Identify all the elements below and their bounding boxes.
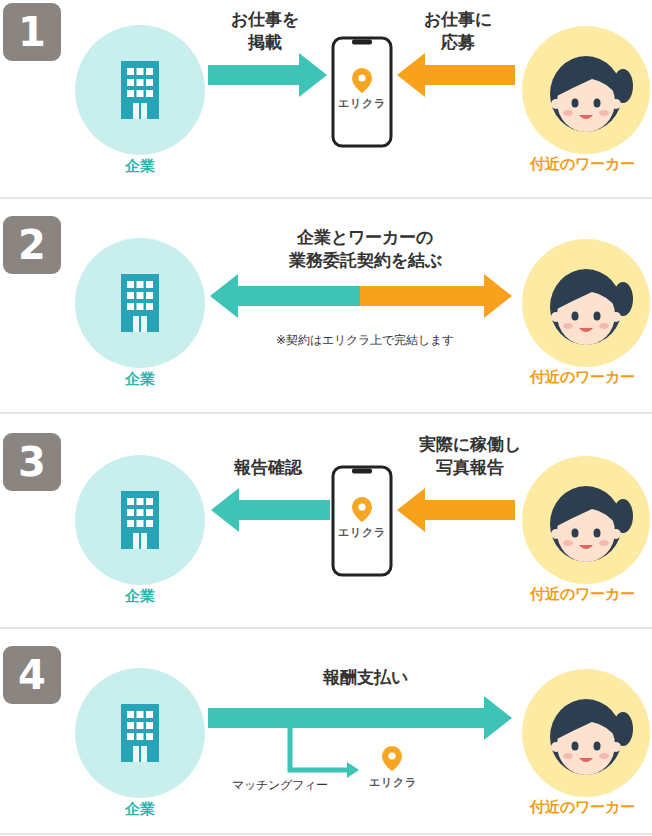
arrow-label: マッチングフィー — [200, 777, 360, 793]
note-text: ※契約はエリクラ上で完結します — [276, 332, 454, 349]
logo-node: エリクラ — [363, 744, 423, 794]
arrow-label: 企業とワーカーの 業務委託契約を結ぶ — [265, 226, 465, 272]
arrow-label: お仕事に 応募 — [416, 8, 500, 54]
arrow-shape — [210, 274, 360, 318]
flow-arrow — [208, 718, 359, 778]
step-badge: 1 — [3, 3, 61, 61]
worker-node: 付近のワーカー — [515, 25, 649, 179]
step-badge: 4 — [3, 646, 61, 704]
node-label: 企業 — [72, 586, 208, 606]
node-label: 企業 — [72, 799, 208, 819]
arrow-shape — [347, 762, 359, 778]
worker-node: 付近のワーカー — [515, 668, 649, 822]
step-number: 1 — [18, 12, 46, 52]
company-node: 企業 — [72, 238, 208, 392]
flow-arrow — [397, 488, 515, 532]
arrow-shape — [360, 274, 512, 318]
arrow-shape — [397, 53, 515, 97]
step-number: 4 — [18, 655, 46, 695]
company-node: 企業 — [72, 455, 208, 609]
node-label: 企業 — [72, 369, 208, 389]
arrow-label: 報酬支払い — [285, 666, 445, 689]
company-node: 企業 — [72, 25, 208, 179]
worker-node: 付近のワーカー — [515, 455, 649, 609]
step-number: 3 — [18, 442, 46, 482]
branch-line — [208, 718, 349, 770]
node-label: 企業 — [72, 156, 208, 176]
node-label: 付近のワーカー — [515, 154, 649, 174]
node-label: エリクラ — [330, 96, 394, 111]
flow-arrow — [211, 488, 330, 532]
node-label: 付近のワーカー — [515, 797, 649, 817]
node-label: 付近のワーカー — [515, 367, 649, 387]
arrow-label: お仕事を 掲載 — [223, 8, 307, 54]
arrow-shape — [211, 488, 330, 532]
node-label: 付近のワーカー — [515, 584, 649, 604]
node-label: エリクラ — [330, 525, 394, 540]
arrow-label: 報告確認 — [208, 456, 328, 479]
arrow-shape — [208, 53, 327, 97]
flow-arrow — [210, 274, 512, 318]
node-label: エリクラ — [363, 775, 423, 790]
step-badge: 3 — [3, 433, 61, 491]
company-node: 企業 — [72, 668, 208, 822]
phone-node: エリクラ — [330, 38, 394, 146]
worker-node: 付近のワーカー — [515, 238, 649, 392]
flow-arrow — [397, 53, 515, 97]
step-number: 2 — [18, 225, 46, 265]
arrow-shape — [397, 488, 515, 532]
step-badge: 2 — [3, 216, 61, 274]
flow-arrow — [208, 53, 327, 97]
phone-node: エリクラ — [330, 467, 394, 575]
arrow-label: 実際に稼働し 写真報告 — [412, 433, 528, 479]
